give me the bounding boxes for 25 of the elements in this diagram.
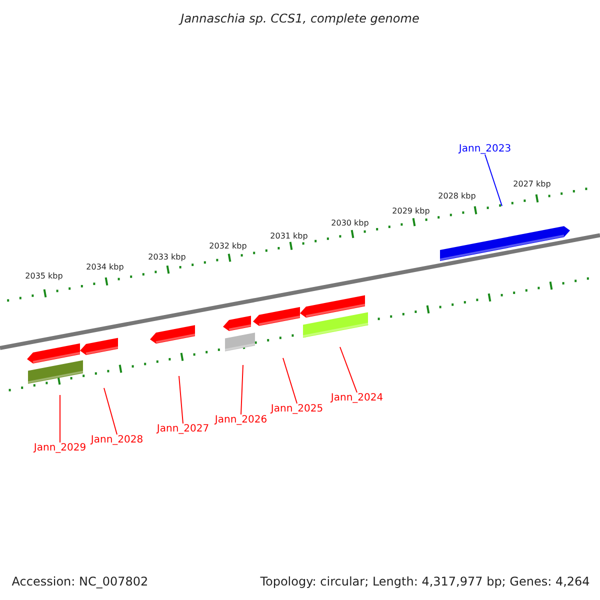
leader-line xyxy=(104,388,118,435)
gene-label: Jann_2028 xyxy=(90,434,144,446)
gene-label: Jann_2026 xyxy=(214,414,268,426)
leader-line xyxy=(282,358,298,404)
scale-label: 2034 kbp xyxy=(86,264,124,272)
scale-label: 2031 kbp xyxy=(270,232,308,242)
gene-label: Jann_2024 xyxy=(330,392,384,404)
leader-line xyxy=(178,376,184,424)
accession-note: Accession: NC_007802 xyxy=(12,575,148,589)
scale-label: 2029 kbp xyxy=(392,208,430,216)
scale-label: 2032 kbp xyxy=(209,242,247,252)
scale-label: 2035 kbp xyxy=(25,272,63,282)
leader-line xyxy=(240,364,244,415)
gene-label: Jann_2027 xyxy=(156,424,210,434)
genome-summary-note: Topology: circular; Length: 4,317,977 bp; Genes: 4,264 xyxy=(260,575,590,589)
leader-line xyxy=(340,346,358,393)
gene-label: Jann_2023 xyxy=(458,144,512,154)
title: Jannaschia sp. CCS1, complete genome xyxy=(180,12,420,26)
scale-label: 2028 kbp xyxy=(438,192,476,202)
gene-label: Jann_2025 xyxy=(270,404,324,414)
gene-label: Jann_2029 xyxy=(34,442,86,454)
scale-label: 2033 kbp xyxy=(148,254,186,262)
scale-label: 2030 kbp xyxy=(331,220,369,228)
leader-line xyxy=(484,154,502,206)
scale-label: 2027 kbp xyxy=(513,180,551,190)
